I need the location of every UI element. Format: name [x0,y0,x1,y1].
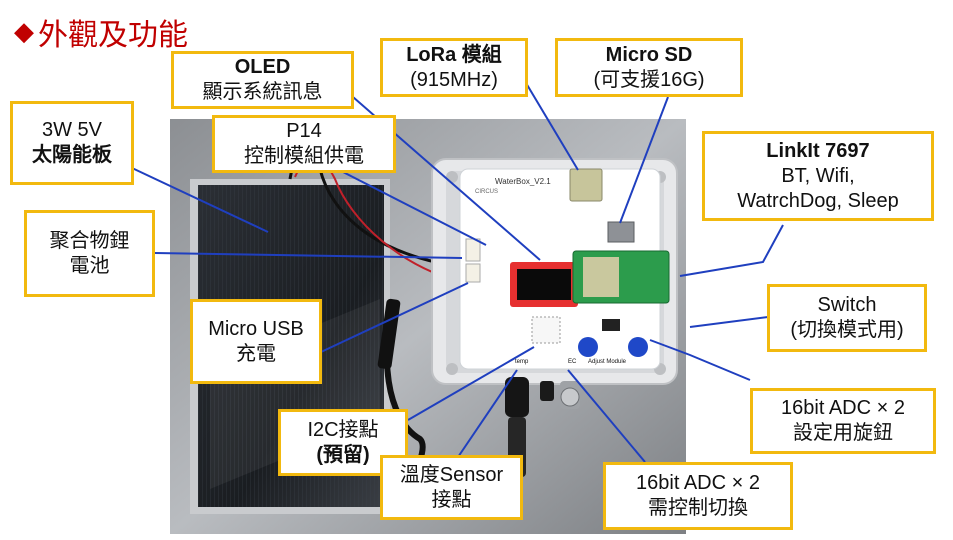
slide-title-text: 外觀及功能 [38,18,188,53]
line-switch [689,316,769,328]
i2c-header [531,316,561,344]
callout-microsd: Micro SD (可支援16G) [555,38,743,97]
adc-knob-2 [628,337,648,357]
lora-module [569,168,603,202]
callout-usb-desc: 充電 [236,342,276,365]
callout-oled-desc: 顯示系統訊息 [202,81,323,103]
callout-p14-title: P14 [286,120,322,142]
callout-switch-title: Switch [817,294,877,316]
enclosure: WaterBox_V2.1 CIRCUS temp EC Adjust Modu… [431,158,678,385]
callout-solar-desc: 太陽能板 [32,144,112,166]
line-i2c [407,346,535,421]
callout-lora: LoRa 模組 (915MHz) [380,38,528,97]
callout-switch: Switch (切換模式用) [767,284,927,352]
callout-lora-title: LoRa 模組 [406,43,502,66]
port-label-temp: temp [515,359,529,365]
line-linkit [679,224,784,277]
port-label-ec: EC [568,359,577,365]
callout-temp-desc: 接點 [431,488,472,511]
callout-battery-desc: 電池 [69,254,110,277]
line-solar [131,167,269,233]
callout-i2c-desc: (預留) [316,443,370,466]
callout-i2c-title: I2C接點 [307,418,379,441]
callout-usb-title: Micro USB [208,317,304,340]
callout-microsd-title: Micro SD [605,43,693,66]
callout-adc-ctrl-desc: 需控制切換 [648,497,748,519]
callout-linkit: LinkIt 7697 BT, Wifi, WatrchDog, Sleep [702,131,934,221]
callout-adc-knob: 16bit ADC × 2 設定用旋鈕 [750,388,936,454]
callout-usb: Micro USB 充電 [190,299,322,384]
callout-microsd-desc: (可支援16G) [593,68,705,91]
callout-temp-title: 溫度Sensor [399,463,504,486]
line-adc-knob [649,339,751,381]
line-p14 [342,171,487,246]
line-microsd [619,96,669,224]
line-adc-ctrl [567,369,646,463]
callout-linkit-title: LinkIt 7697 [766,139,870,162]
callout-p14: P14 控制模組供電 [212,115,396,173]
callout-battery: 聚合物鋰 電池 [24,210,155,297]
callout-linkit-line2: BT, Wifi, [781,164,855,187]
line-temp [453,369,518,464]
callout-solar: 3W 5V 太陽能板 [10,101,134,185]
port-label-adjust: Adjust Module [588,359,627,365]
adc-knob-1 [578,337,598,357]
callout-adc-ctrl: 16bit ADC × 2 需控制切換 [603,462,793,530]
diamond-icon: ◆ [14,17,34,47]
callout-adc-ctrl-title: 16bit ADC × 2 [636,472,760,494]
callout-lora-desc: (915MHz) [410,68,498,91]
callout-p14-desc: 控制模組供電 [244,145,364,167]
mode-switch [602,319,620,331]
callout-solar-title: 3W 5V [41,119,103,141]
callout-switch-desc: (切換模式用) [790,319,904,341]
callout-adc-knob-desc: 設定用旋鈕 [793,422,893,444]
board-subtitle: CIRCUS [475,189,498,195]
line-usb [320,282,469,353]
sensor-connector [505,377,529,417]
line-battery [154,252,463,259]
callout-temp: 溫度Sensor 接點 [380,455,523,520]
callout-oled: OLED 顯示系統訊息 [171,51,354,109]
line-lora [525,82,579,171]
callout-oled-title: OLED [234,56,291,78]
callout-adc-knob-title: 16bit ADC × 2 [781,397,905,419]
slide-title: ◆ 外觀及功能 [14,10,188,54]
board-name: WaterBox_V2.1 [495,177,551,186]
callout-battery-title: 聚合物鋰 [49,229,130,252]
callout-linkit-line3: WatrchDog, Sleep [737,189,899,212]
